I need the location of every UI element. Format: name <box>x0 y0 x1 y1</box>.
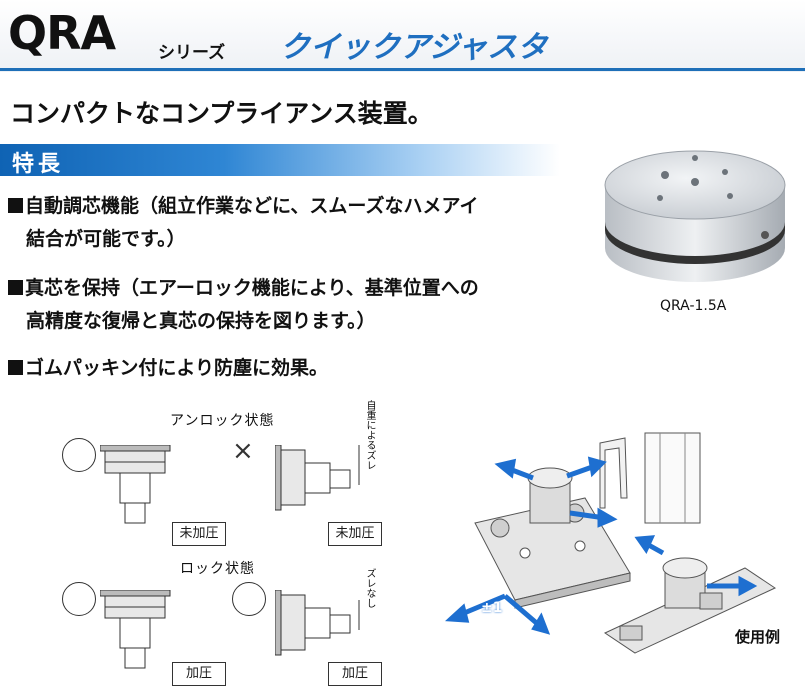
feature-text: 真芯を保持（エアーロック機能により、基準位置への <box>25 277 479 299</box>
feature-text: ゴムパッキン付により防塵に効果。 <box>25 357 329 379</box>
pressure-tag: 加圧 <box>172 662 226 686</box>
no-pressure-tag: 未加圧 <box>328 522 382 546</box>
unit-drawing-unlock-horizontal <box>275 445 360 511</box>
feature-item: 自動調芯機能（組立作業などに、スムーズなハメアイ 結合が可能です。） <box>8 190 479 256</box>
feature-text-cont: 高精度な復帰と真芯の保持を図ります。） <box>26 310 376 332</box>
no-deviation-label: ズレなし <box>364 568 375 608</box>
header-rule <box>0 68 805 71</box>
tolerance-label: ±1 <box>481 600 503 616</box>
unit-drawing-lock-horizontal <box>275 590 360 656</box>
series-code: QRA <box>8 6 116 60</box>
deviation-by-weight-label: 自重によるズレ <box>364 400 375 470</box>
unit-drawing-lock-vertical <box>100 590 171 669</box>
feature-text-cont: 結合が可能です。） <box>26 228 186 250</box>
series-suffix: シリーズ <box>158 43 226 63</box>
feature-item: 真芯を保持（エアーロック機能により、基準位置への 高精度な復帰と真芯の保持を図り… <box>8 272 479 338</box>
feature-text: 自動調芯機能（組立作業などに、スムーズなハメアイ <box>25 195 479 217</box>
bullet-square-icon <box>8 198 23 213</box>
product-photo <box>604 150 786 282</box>
features-title: 特長 <box>12 152 65 177</box>
lock-state-label: ロック状態 <box>180 561 255 577</box>
feature-item: ゴムパッキン付により防塵に効果。 <box>8 352 328 385</box>
bullet-square-icon <box>8 280 23 295</box>
tagline: コンパクトなコンプライアンス装置。 <box>10 99 433 128</box>
pressure-tag: 加圧 <box>328 662 382 686</box>
no-pressure-tag: 未加圧 <box>172 522 226 546</box>
product-name: クイックアジャスタ <box>280 30 548 65</box>
round-workpiece-icon <box>62 582 96 616</box>
bullet-square-icon <box>8 360 23 375</box>
usage-example-label: 使用例 <box>735 628 781 646</box>
unit-drawing-unlock-vertical <box>100 445 171 524</box>
round-workpiece-icon <box>232 582 266 616</box>
header-band <box>0 0 805 72</box>
cross-mark-icon: × <box>232 436 254 466</box>
photo-caption: QRA-1.5A <box>660 298 727 314</box>
usage-example-illustration <box>445 432 777 654</box>
round-workpiece-icon <box>62 438 96 472</box>
unlock-state-label: アンロック状態 <box>170 413 275 429</box>
features-header-bar <box>0 144 560 176</box>
